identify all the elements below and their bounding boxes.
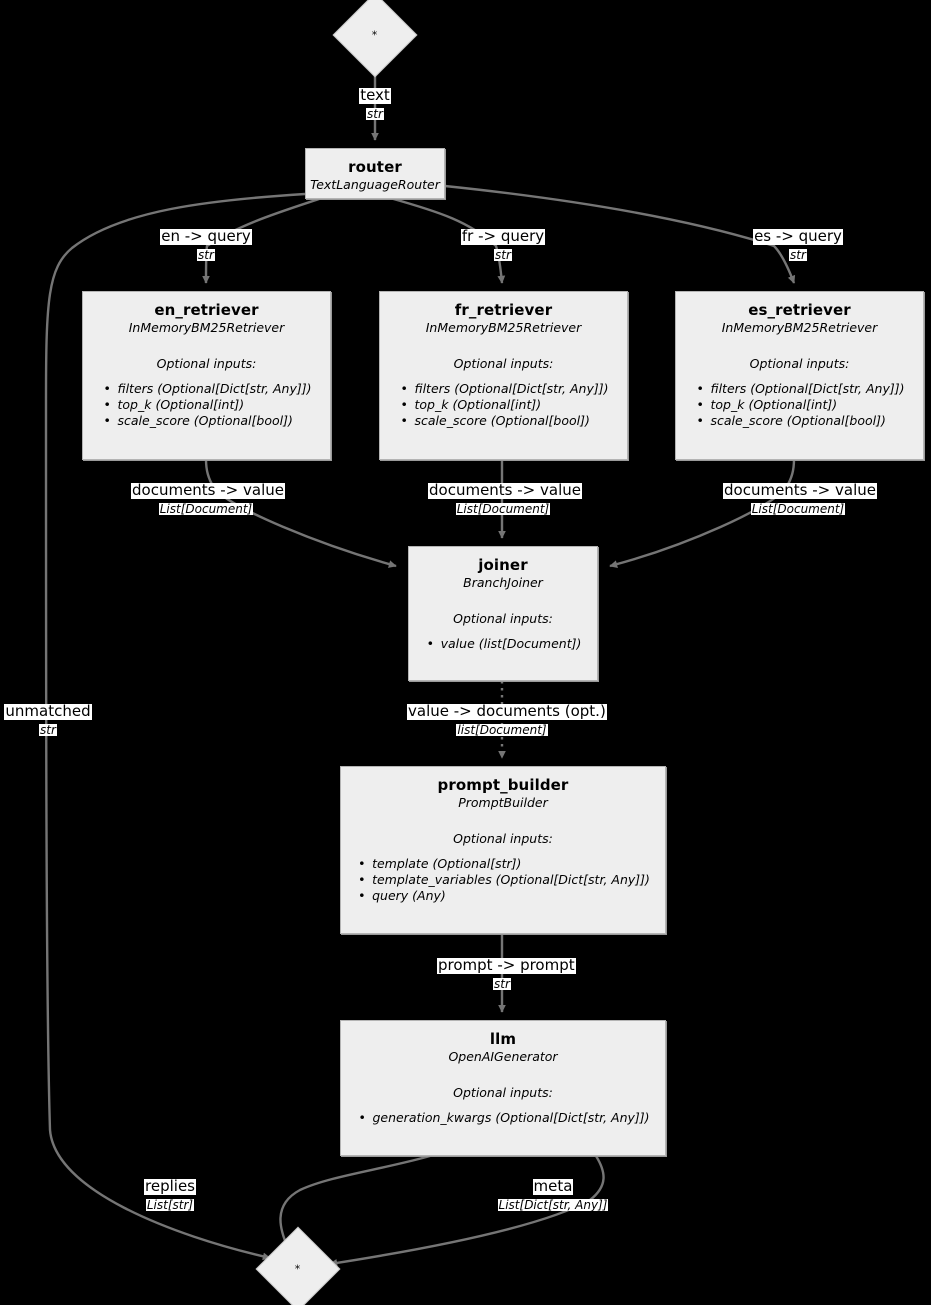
edge-label-es-joiner: documents -> value List[Document] (723, 482, 877, 517)
edge-name: es -> query (753, 227, 843, 245)
optional-input: top_k (Optional[int]) (695, 397, 905, 413)
node-fr-retriever-title: fr_retriever (454, 301, 553, 319)
pipeline-input-symbol: * (372, 28, 378, 42)
edge-label-joiner-prompt: value -> documents (opt.) list[Document] (407, 703, 607, 738)
node-en-retriever-optional-header: Optional inputs: (156, 356, 257, 371)
edge-name: documents -> value (131, 481, 285, 499)
edge-router-unmatched (44, 192, 306, 1261)
optional-input: scale_score (Optional[bool]) (399, 413, 609, 429)
edge-name: documents -> value (428, 481, 582, 499)
edge-datatype: List[str] (145, 1197, 195, 1212)
edge-name: fr -> query (460, 227, 546, 245)
edge-llm-meta (329, 1155, 605, 1267)
edge-llm-replies (279, 1154, 431, 1249)
optional-input: scale_score (Optional[bool]) (695, 413, 905, 429)
edge-name: documents -> value (723, 481, 877, 499)
node-fr-retriever[interactable]: fr_retriever InMemoryBM25Retriever Optio… (379, 291, 628, 460)
edge-label-prompt-llm: prompt -> prompt str (437, 957, 576, 992)
node-joiner[interactable]: joiner BranchJoiner Optional inputs: val… (408, 546, 598, 681)
node-fr-retriever-optional-header: Optional inputs: (453, 356, 554, 371)
edge-label-router-fr: fr -> query str (438, 228, 568, 263)
edge-datatype: List[Dict[str, Any]] (497, 1197, 609, 1212)
node-llm[interactable]: llm OpenAIGenerator Optional inputs: gen… (340, 1020, 666, 1156)
optional-input: top_k (Optional[int]) (399, 397, 609, 413)
node-llm-optional-header: Optional inputs: (453, 1085, 553, 1100)
edge-name: text (359, 86, 391, 104)
edge-name: prompt -> prompt (437, 956, 576, 974)
node-es-retriever[interactable]: es_retriever InMemoryBM25Retriever Optio… (675, 291, 924, 460)
node-es-retriever-optional-inputs: filters (Optional[Dict[str, Any]]) top_k… (695, 381, 905, 429)
node-prompt-builder-type: PromptBuilder (458, 795, 548, 810)
edge-datatype: List[Document] (158, 501, 254, 516)
node-en-retriever[interactable]: en_retriever InMemoryBM25Retriever Optio… (82, 291, 331, 460)
edge-datatype: list[Document] (456, 722, 548, 737)
node-llm-type: OpenAIGenerator (448, 1049, 558, 1064)
edge-router-es (444, 184, 796, 284)
optional-input: scale_score (Optional[bool]) (102, 413, 312, 429)
edge-label-llm-replies: replies List[str] (129, 1178, 211, 1213)
node-router-type: TextLanguageRouter (310, 177, 440, 192)
node-prompt-builder-title: prompt_builder (437, 776, 569, 794)
node-router-title: router (348, 158, 402, 176)
node-llm-title: llm (489, 1030, 517, 1048)
edge-datatype: str (789, 247, 807, 262)
node-en-retriever-type: InMemoryBM25Retriever (128, 320, 285, 335)
node-prompt-builder[interactable]: prompt_builder PromptBuilder Optional in… (340, 766, 666, 934)
edge-datatype: str (197, 247, 215, 262)
optional-input: template_variables (Optional[Dict[str, A… (356, 872, 650, 888)
edge-label-en-joiner: documents -> value List[Document] (131, 482, 285, 517)
node-prompt-builder-optional-inputs: template (Optional[str]) template_variab… (356, 856, 650, 904)
optional-input: filters (Optional[Dict[str, Any]]) (102, 381, 311, 397)
node-llm-optional-inputs: generation_kwargs (Optional[Dict[str, An… (356, 1110, 649, 1126)
node-en-retriever-title: en_retriever (154, 301, 259, 319)
node-en-retriever-optional-inputs: filters (Optional[Dict[str, Any]]) top_k… (102, 381, 312, 429)
edge-es-joiner (609, 458, 796, 568)
node-joiner-title: joiner (478, 556, 528, 574)
edge-datatype: str (39, 722, 57, 737)
edge-name: replies (144, 1177, 196, 1195)
edge-label-router-en: en -> query str (141, 228, 271, 263)
optional-input: generation_kwargs (Optional[Dict[str, An… (356, 1110, 649, 1126)
node-es-retriever-type: InMemoryBM25Retriever (721, 320, 878, 335)
node-joiner-optional-header: Optional inputs: (453, 611, 553, 626)
optional-input: query (Any) (356, 888, 650, 904)
node-fr-retriever-optional-inputs: filters (Optional[Dict[str, Any]]) top_k… (399, 381, 609, 429)
edge-name: en -> query (160, 227, 252, 245)
edge-label-fr-joiner: documents -> value List[Document] (428, 482, 582, 517)
edge-label-input-router: text str (330, 87, 420, 122)
node-fr-retriever-type: InMemoryBM25Retriever (425, 320, 582, 335)
node-es-retriever-optional-header: Optional inputs: (749, 356, 850, 371)
edge-datatype: str (494, 247, 512, 262)
edge-en-joiner (204, 458, 397, 568)
optional-input: template (Optional[str]) (356, 856, 650, 872)
edge-datatype: List[Document] (750, 501, 846, 516)
pipeline-output-symbol: * (295, 1262, 301, 1276)
optional-input: top_k (Optional[int]) (102, 397, 312, 413)
node-es-retriever-title: es_retriever (748, 301, 851, 319)
edge-datatype: List[Document] (455, 501, 551, 516)
edge-label-llm-meta: meta List[Dict[str, Any]] (494, 1178, 612, 1213)
node-router[interactable]: router TextLanguageRouter (305, 148, 445, 199)
optional-input: value (list[Document]) (425, 636, 582, 652)
edge-datatype: str (366, 106, 384, 121)
node-joiner-optional-inputs: value (list[Document]) (425, 636, 582, 652)
edge-label-router-es: es -> query str (733, 228, 863, 263)
optional-input: filters (Optional[Dict[str, Any]]) (399, 381, 608, 397)
edge-datatype: str (493, 976, 511, 991)
edge-label-router-unmatched: unmatched str (3, 703, 93, 738)
node-joiner-type: BranchJoiner (463, 575, 543, 590)
edge-name: value -> documents (opt.) (407, 702, 607, 720)
edge-name: unmatched (4, 702, 92, 720)
node-prompt-builder-optional-header: Optional inputs: (453, 831, 553, 846)
optional-input: filters (Optional[Dict[str, Any]]) (695, 381, 904, 397)
edge-name: meta (532, 1177, 574, 1195)
